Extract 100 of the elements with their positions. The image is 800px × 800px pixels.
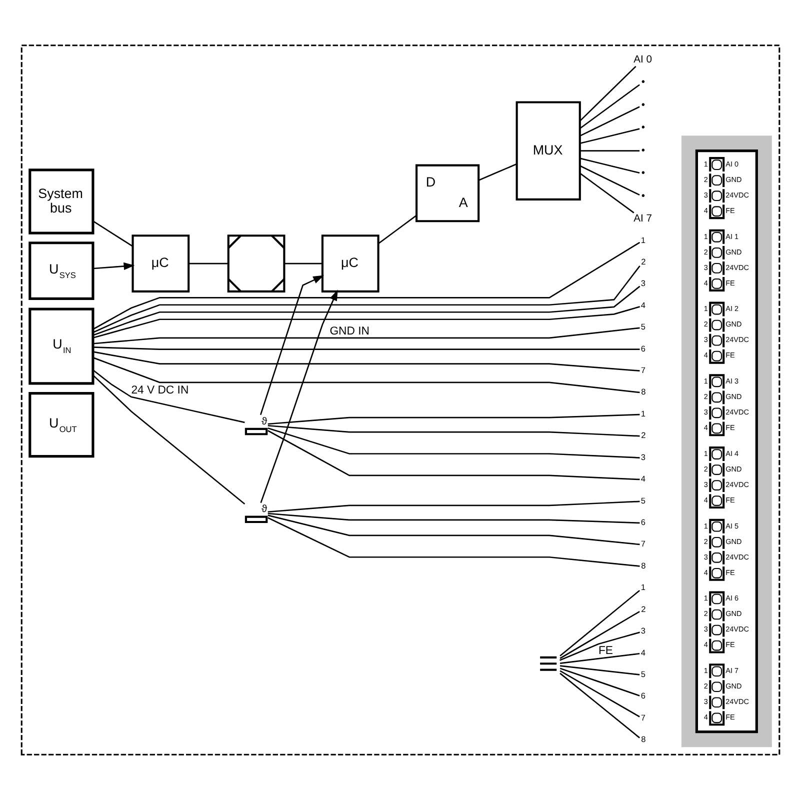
node-box: D A [416,164,480,222]
connector [560,668,640,696]
node-label: FE [726,206,735,215]
node-label: 2 [704,536,708,546]
node-label: 4 [704,712,708,722]
node-label: 3 [704,335,708,344]
arrow [260,290,338,504]
node-box [244,428,268,436]
node-label: 1 [704,521,708,530]
node-label: 24VDC [726,335,749,344]
node-label: 2 [704,320,708,329]
node-label: 3 [704,697,708,706]
node-label: FE [726,350,735,360]
node-text: 5 [640,670,646,679]
connector [580,66,636,122]
node-text: 1 [640,583,646,592]
node-label: GND [726,464,742,474]
node-label: AI 4 [726,448,738,458]
node-label: FE [726,423,735,432]
node-text: AI 0 [634,54,652,66]
node-label: 1 [704,448,708,458]
node-label: AI 6 [726,594,738,603]
node-text: 2 [641,431,646,440]
connector [93,351,640,372]
connector [92,266,640,333]
node-label: 2 [704,392,708,402]
node-box: U$_{OUT}$ [28,392,94,458]
connector [92,357,640,394]
node-label: 4 [704,206,708,215]
node-label: FE [726,495,735,504]
arrow [93,262,135,270]
node-box: U$_{SYS}$ [28,242,94,300]
cluster [681,136,772,748]
connector [268,500,640,513]
node-box: MUX [516,101,581,200]
connector [93,346,640,350]
node-label: 4 [704,278,708,288]
node-label: GND [726,247,742,256]
node-label: 24VDC [726,480,749,489]
connector [284,262,322,264]
node-text: 2 [641,257,646,266]
node-label: 1 [704,159,708,168]
node-label: 4 [704,640,708,650]
connector [580,150,640,152]
connector [93,306,640,338]
node-label: FE [726,712,735,722]
node-text: • [641,190,646,202]
node-text: 4 [640,474,646,484]
connector [580,84,640,129]
node-label: 24VDC [726,408,749,417]
node-label: 2 [704,247,708,256]
node-text: 5 [640,496,646,506]
node-box [244,516,268,524]
node-label: 2 [704,174,708,184]
node-label: 1 [704,666,708,676]
node-box: μC [321,234,380,292]
node-label: 3 [704,408,708,417]
node-text: • [641,100,646,111]
cluster [20,44,780,756]
connector [560,672,640,738]
node-text: 4 [640,300,646,310]
node-label: GND [726,174,742,184]
node-text: 6 [640,518,646,527]
connector [560,670,640,718]
connector [580,158,640,174]
node-text: 6 [640,692,646,701]
node-label: 4 [704,568,708,577]
connector [268,514,640,546]
node-label: FE [726,568,735,577]
connector [93,327,640,344]
node-text: 6 [640,344,646,354]
node-text: 3 [640,626,646,636]
node-label: 2 [704,682,708,691]
connector [268,512,640,524]
node-label: GND [726,392,742,402]
node-text: 7 [640,366,646,376]
node-box: U$_{IN}$ [28,308,94,385]
node-label: FE [726,278,735,288]
node-text: 7 [640,540,646,549]
edge-label: GND IN [330,326,370,338]
node-text: 4 [640,648,646,658]
connector [92,220,134,247]
connector [92,374,246,505]
node-label: 1 [704,304,708,314]
node-text: • [641,77,646,88]
node-label: AI 1 [726,232,738,241]
connector [378,214,417,244]
node-label: 4 [704,495,708,504]
connector [580,128,640,144]
connector [580,106,640,136]
edge-label: FE [598,645,614,658]
node-text: 8 [641,735,646,744]
node-text: 3 [640,279,646,288]
edge-label: 24 V DC IN [131,384,189,397]
node-label: AI 5 [726,521,738,530]
node-label: 3 [704,624,708,634]
node-text: 1 [640,409,646,418]
node-label: 3 [704,552,708,562]
node-label: 4 [704,423,708,432]
connector [560,610,640,659]
